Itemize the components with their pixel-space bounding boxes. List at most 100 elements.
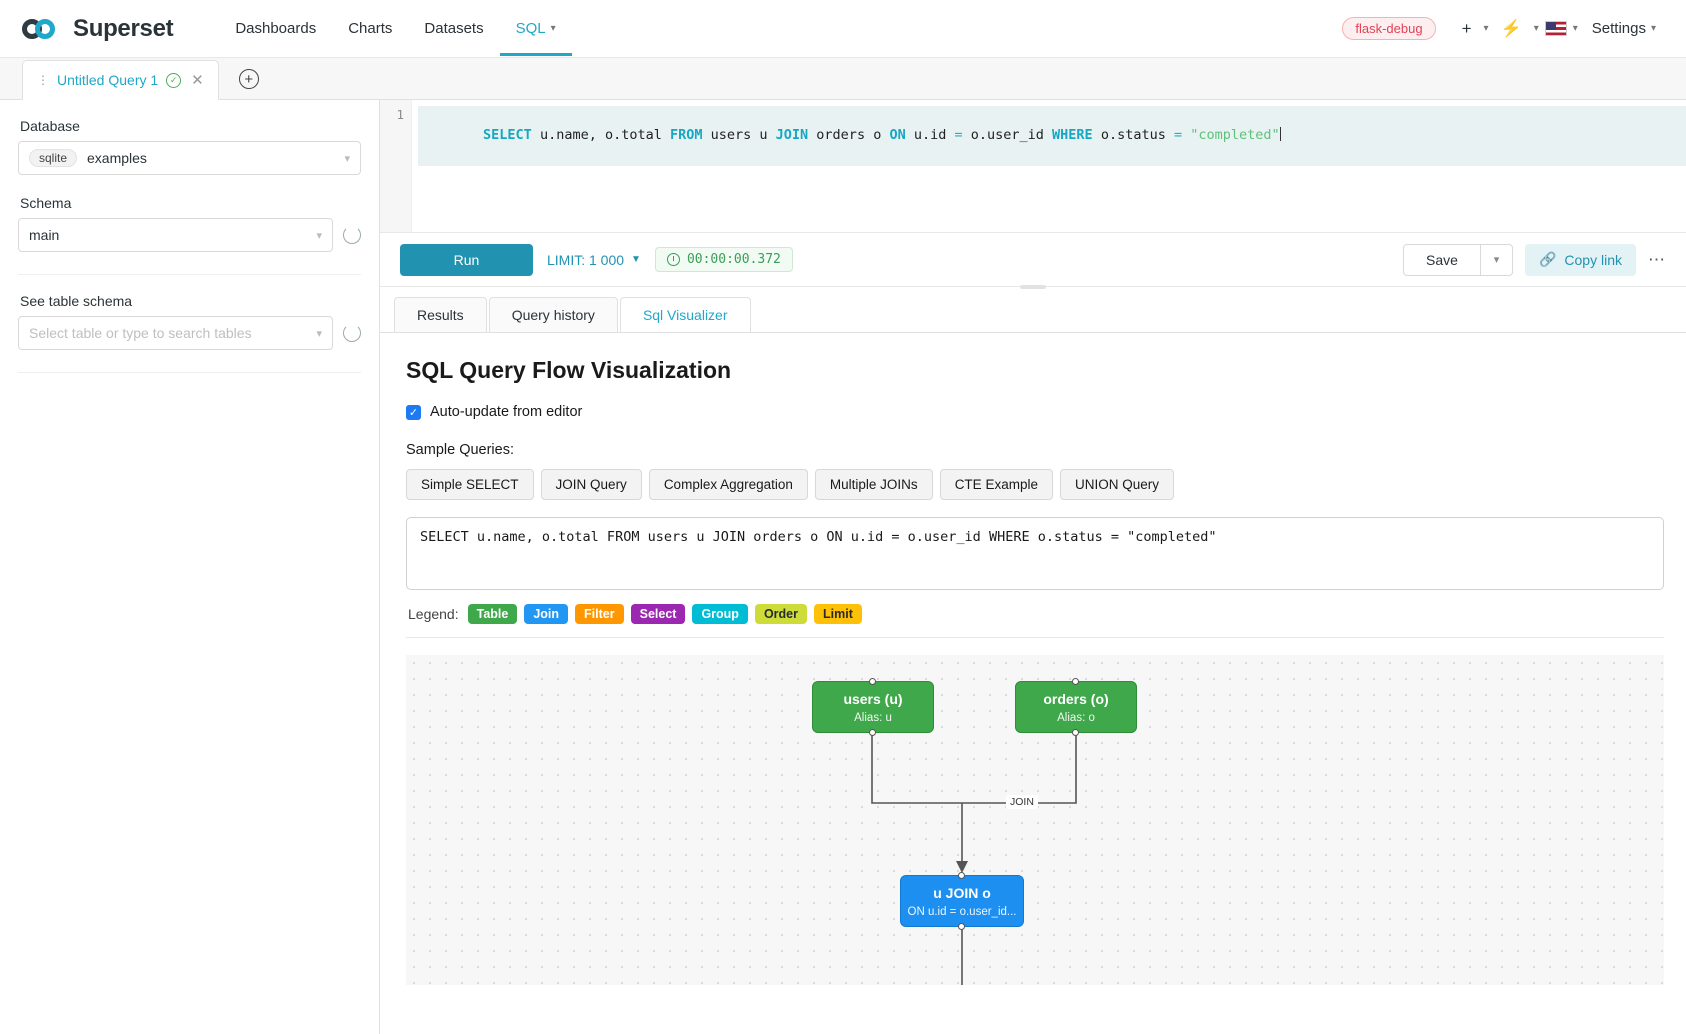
nav-link-datasets[interactable]: Datasets: [424, 20, 484, 37]
add-tab-icon[interactable]: +: [238, 69, 259, 89]
link-icon: 🔗: [1538, 251, 1557, 267]
legend-chip-join: Join: [524, 604, 569, 624]
sample-queries-row: Simple SELECT JOIN Query Complex Aggrega…: [406, 469, 1664, 500]
sample-query-join-query[interactable]: JOIN Query: [540, 469, 642, 500]
brand-name: Superset: [73, 14, 174, 42]
table-select-placeholder: Select table or type to search tables: [29, 325, 252, 341]
limit-dropdown[interactable]: LIMIT: 1 000 ▼: [547, 252, 641, 268]
chevron-down-icon-limit: ▼: [631, 254, 641, 265]
nav-link-dashboards[interactable]: Dashboards: [235, 20, 317, 37]
node-port-bottom: [869, 729, 876, 736]
schema-row: main ▾: [18, 218, 361, 252]
query-timer-value: 00:00:00.372: [686, 252, 781, 267]
table-select[interactable]: Select table or type to search tables ▾: [18, 316, 333, 350]
bolt-icon[interactable]: ⚡: [1500, 18, 1522, 38]
nav-link-charts[interactable]: Charts: [348, 20, 393, 37]
chevron-down-icon-plus[interactable]: ▾: [1483, 23, 1489, 34]
tab-sql-visualizer[interactable]: Sql Visualizer: [619, 297, 751, 333]
node-orders[interactable]: orders (o) Alias: o: [1015, 678, 1137, 736]
editor-code-line[interactable]: SELECT u.name, o.total FROM users u JOIN…: [418, 106, 1686, 166]
sql-input-textarea[interactable]: [406, 517, 1664, 590]
chevron-down-icon-database: ▾: [344, 152, 350, 165]
code-token: users u: [702, 127, 776, 143]
sample-query-union-query[interactable]: UNION Query: [1059, 469, 1174, 500]
node-orders-subtitle: Alias: o: [1057, 711, 1095, 724]
editor-pane: 1 SELECT u.name, o.total FROM users u JO…: [380, 100, 1686, 1034]
result-tabs: Results Query history Sql Visualizer: [380, 287, 1686, 333]
query-flow-canvas[interactable]: JOIN users (u) Alias: u orders (o) Alias…: [406, 655, 1664, 985]
refresh-icon-schema[interactable]: [343, 226, 361, 244]
database-engine-badge: sqlite: [29, 149, 78, 167]
database-select[interactable]: sqlite examples ▾: [18, 141, 361, 175]
node-join[interactable]: u JOIN o ON u.id = o.user_id...: [900, 872, 1024, 930]
legend-chip-select: Select: [630, 604, 686, 624]
refresh-icon-table[interactable]: [343, 324, 361, 342]
sample-query-simple-select[interactable]: Simple SELECT: [406, 469, 534, 500]
chevron-down-icon: ▾: [550, 23, 556, 34]
node-users-subtitle: Alias: u: [854, 711, 892, 724]
sidebar-panel: Database sqlite examples ▾ Schema main ▾…: [0, 100, 380, 1034]
database-value: examples: [87, 150, 147, 166]
node-orders-title: orders (o): [1043, 690, 1109, 707]
sample-queries-label: Sample Queries:: [406, 442, 514, 458]
table-schema-label: See table schema: [20, 293, 133, 309]
limit-label: LIMIT: 1 000: [547, 251, 625, 268]
sql-editor[interactable]: 1 SELECT u.name, o.total FROM users u JO…: [380, 100, 1686, 233]
copy-link-button[interactable]: 🔗 Copy link: [1524, 243, 1636, 276]
nav-link-sql[interactable]: SQL ▾: [500, 1, 572, 56]
chevron-down-icon-settings: ▾: [1650, 23, 1656, 34]
code-token: o.user_id: [962, 127, 1053, 143]
resize-handle[interactable]: [1020, 285, 1046, 289]
check-circle-icon: ✓: [166, 72, 182, 88]
edge-label-join: JOIN: [1006, 795, 1038, 809]
editor-gutter: 1: [380, 100, 412, 232]
sql-visualizer-panel: SQL Query Flow Visualization ✓ Auto-upda…: [380, 333, 1686, 1034]
node-port-bottom: [958, 923, 965, 930]
chevron-down-icon-flag[interactable]: ▾: [1572, 23, 1578, 34]
tab-query-history[interactable]: Query history: [488, 297, 618, 333]
plus-icon[interactable]: +: [1461, 18, 1472, 38]
nav-link-sql-label: SQL: [515, 20, 546, 37]
close-icon[interactable]: ✕: [191, 72, 204, 89]
tab-results[interactable]: Results: [394, 297, 487, 333]
code-token: FROM: [669, 127, 703, 143]
node-users-title: users (u): [843, 690, 903, 707]
chevron-down-icon-save[interactable]: ▾: [1480, 243, 1513, 276]
page-title: SQL Query Flow Visualization: [406, 357, 732, 383]
more-options-icon[interactable]: ⋯: [1648, 249, 1666, 269]
code-token: WHERE: [1052, 127, 1093, 143]
node-join-title: u JOIN o: [933, 884, 991, 901]
settings-menu[interactable]: Settings ▾: [1584, 16, 1664, 41]
top-navigation-bar: Superset Dashboards Charts Datasets SQL …: [0, 0, 1686, 58]
save-button[interactable]: Save: [1403, 243, 1481, 276]
result-tabs-underline: [380, 332, 1686, 333]
run-button[interactable]: Run: [400, 243, 533, 276]
copy-link-label: Copy link: [1564, 251, 1622, 268]
auto-update-checkbox[interactable]: ✓: [406, 404, 421, 420]
code-token: JOIN: [775, 127, 809, 143]
schema-select[interactable]: main ▾: [18, 218, 333, 252]
superset-logo[interactable]: Superset: [22, 14, 174, 43]
legend-chip-limit: Limit: [814, 604, 862, 624]
query-tab-bar: ⋮ Untitled Query 1 ✓ ✕ +: [0, 58, 1686, 100]
drag-handle-icon[interactable]: ⋮: [37, 73, 49, 87]
chevron-down-icon-bolt[interactable]: ▾: [1533, 23, 1539, 34]
code-token: u.id: [905, 127, 955, 143]
sample-query-complex-aggregation[interactable]: Complex Aggregation: [648, 469, 808, 500]
auto-update-row: ✓ Auto-update from editor: [406, 404, 1664, 420]
legend-label: Legend:: [408, 606, 459, 622]
sample-query-multiple-joins[interactable]: Multiple JOINs: [814, 469, 933, 500]
code-token: ON: [889, 127, 906, 143]
us-flag-icon[interactable]: [1544, 21, 1567, 36]
query-tab-untitled-query-1[interactable]: ⋮ Untitled Query 1 ✓ ✕: [22, 60, 219, 100]
node-port-bottom: [1072, 729, 1079, 736]
clock-icon: [666, 253, 680, 266]
sample-query-cte-example[interactable]: CTE Example: [939, 469, 1053, 500]
toolbar-right-group: Save ▾ 🔗 Copy link ⋯: [1403, 243, 1666, 276]
node-port-top: [1072, 678, 1079, 685]
code-token: =: [1173, 127, 1183, 143]
superset-infinity-icon: [22, 17, 64, 41]
node-users[interactable]: users (u) Alias: u: [812, 678, 934, 736]
sidebar-divider: [18, 274, 361, 275]
node-join-subtitle: ON u.id = o.user_id...: [907, 905, 1017, 918]
